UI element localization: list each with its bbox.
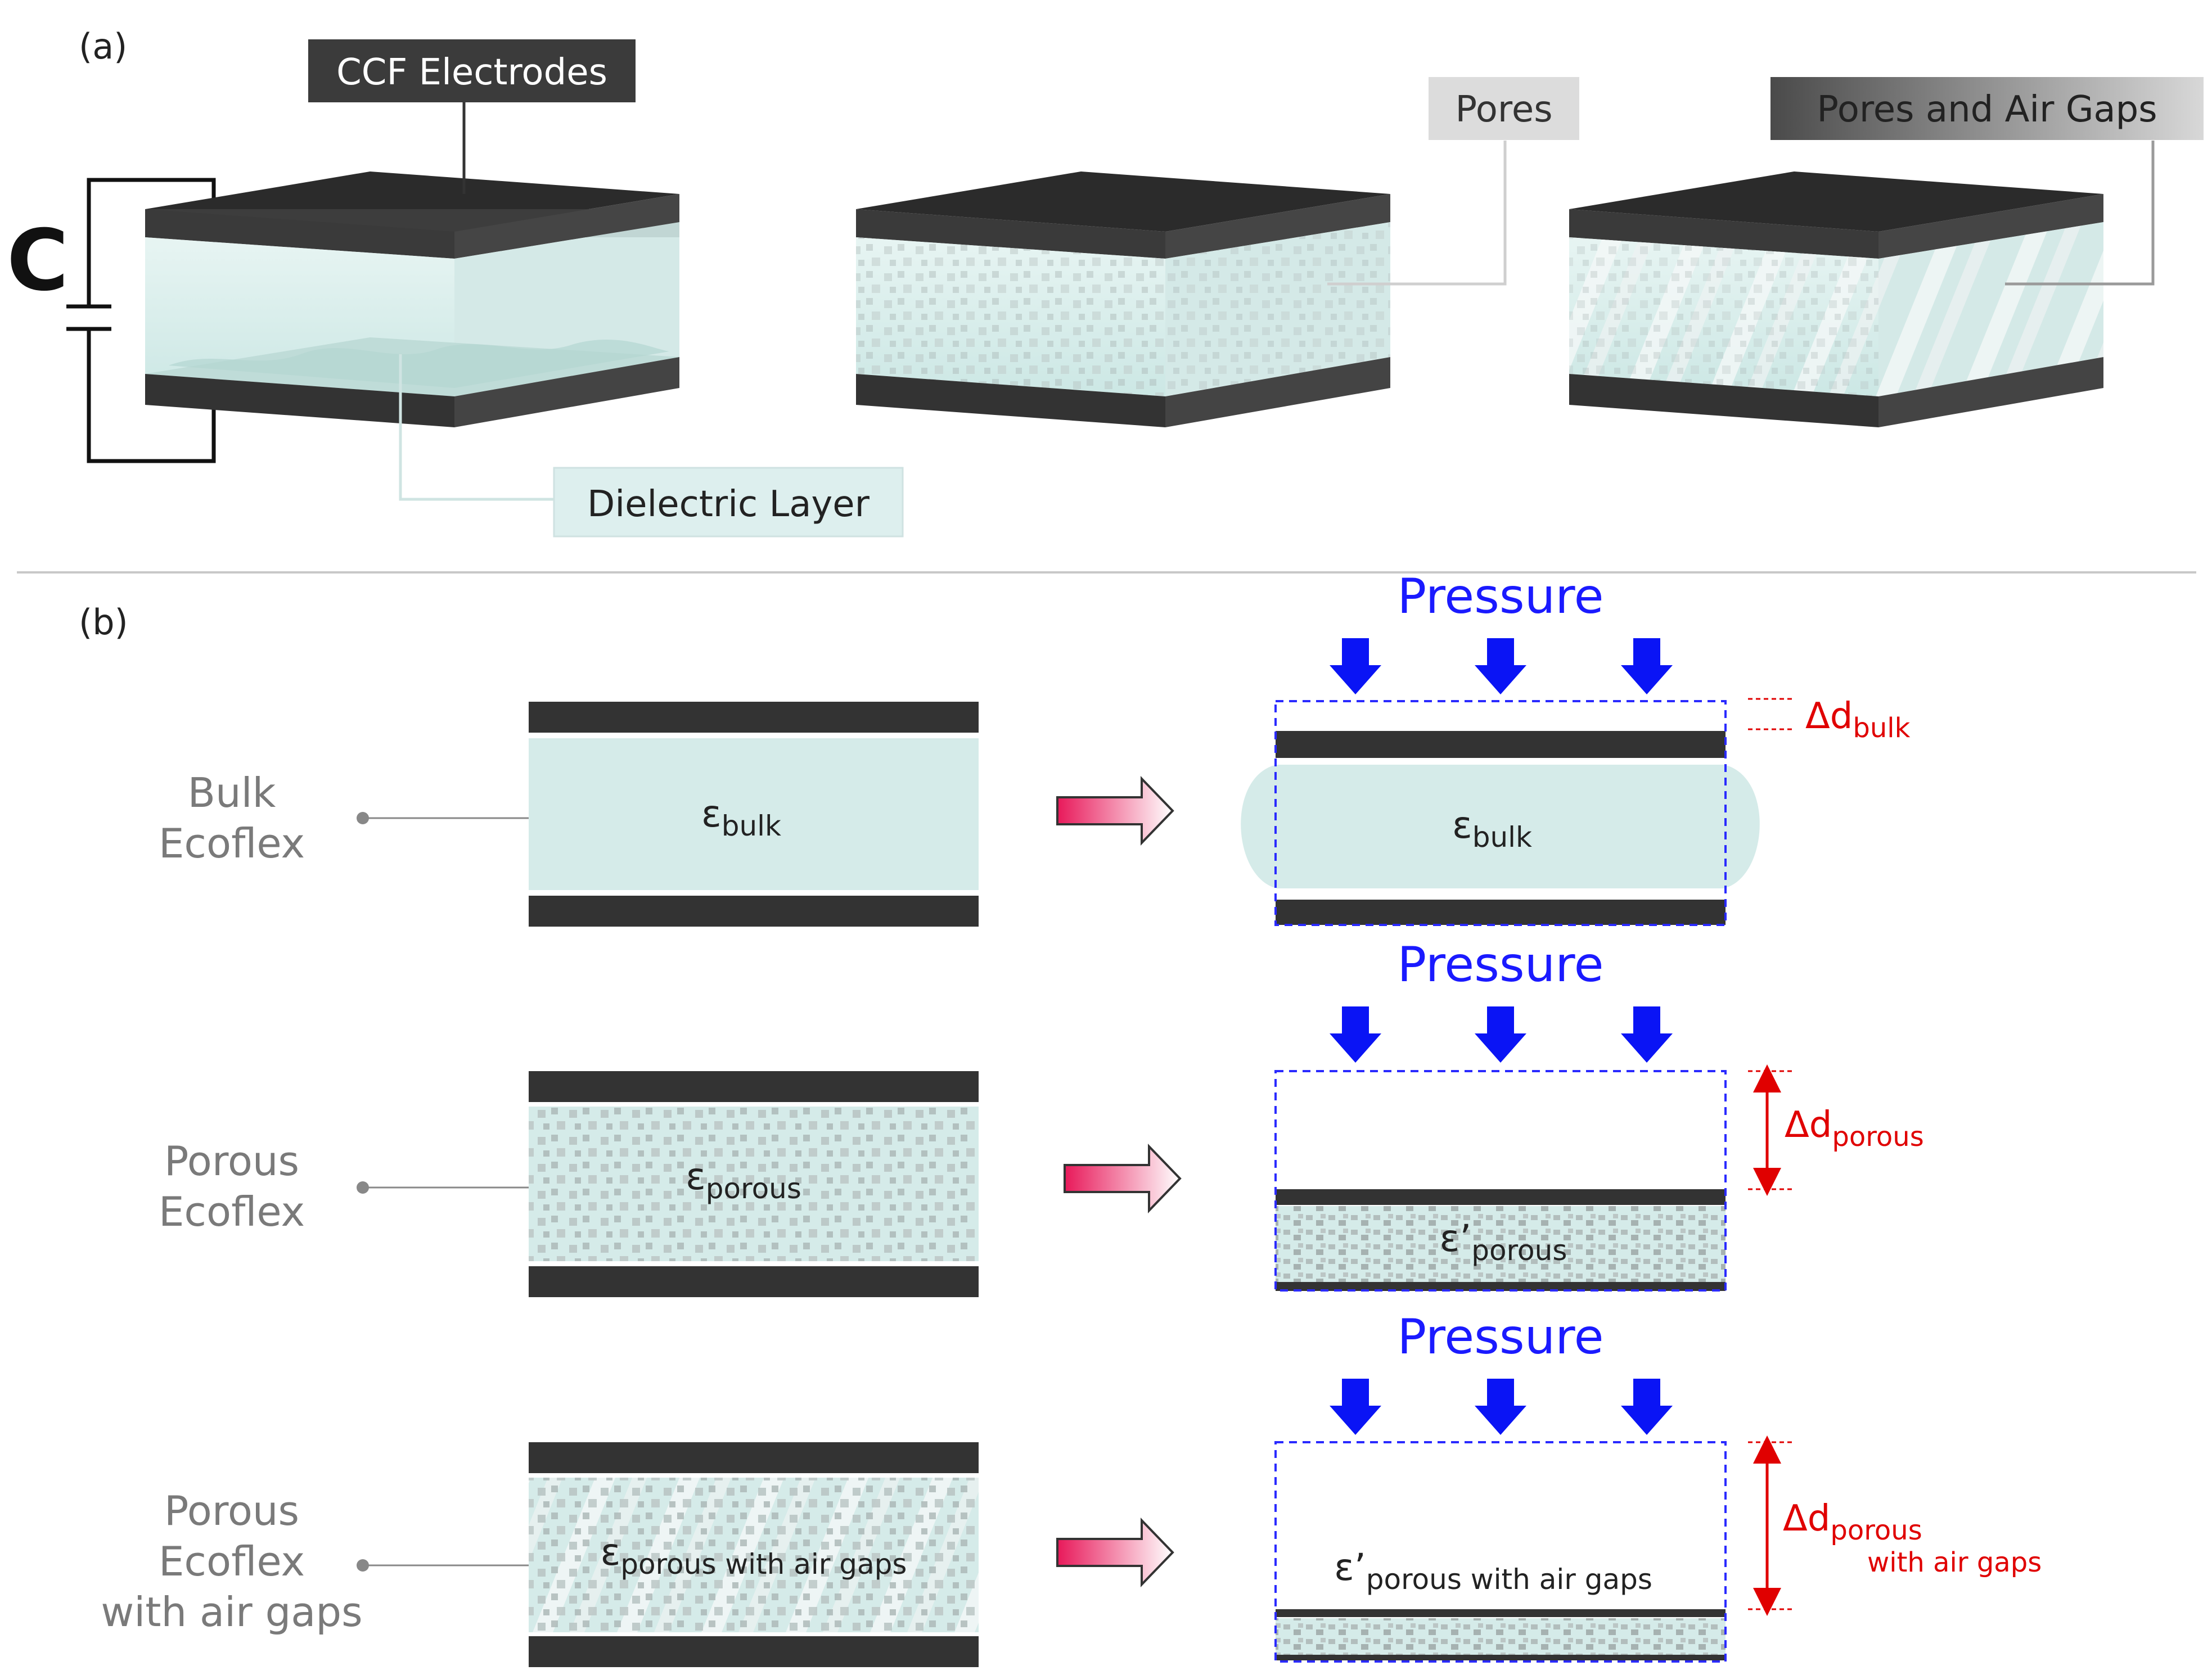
eps-porous-air-gaps-after: ε’porous with air gaps bbox=[1334, 1546, 1652, 1596]
delta-porous: Δdporous bbox=[1785, 1104, 1924, 1153]
eps-porous-before: εporous bbox=[686, 1155, 801, 1205]
delta-bulk: Δdbulk bbox=[1805, 696, 1911, 744]
row-label-bulk: Bulk Ecoflex bbox=[159, 769, 554, 867]
callout-pores-text: Pores bbox=[1455, 89, 1552, 130]
svg-text:Porous: Porous bbox=[164, 1487, 299, 1534]
pressure-arrow-icon bbox=[1475, 638, 1526, 694]
pressure-arrow-icon bbox=[1330, 638, 1381, 694]
delta-porous-air-gaps: Δdporous bbox=[1783, 1498, 1922, 1546]
pressure-label: Pressure bbox=[1397, 1309, 1603, 1365]
svg-text:Porous: Porous bbox=[164, 1137, 299, 1185]
pressure-arrow-icon bbox=[1475, 1379, 1526, 1435]
capacitor-symbol bbox=[66, 178, 216, 463]
callout-dielectric-layer: Dielectric Layer bbox=[399, 354, 904, 538]
pressure-label: Pressure bbox=[1397, 568, 1603, 625]
pressure-arrow-icon bbox=[1621, 1379, 1673, 1435]
eps-porous-air-gaps-before: εporous with air gaps bbox=[601, 1530, 907, 1581]
svg-text:Ecoflex: Ecoflex bbox=[159, 820, 305, 867]
callout-ccf-electrodes-text: CCF Electrodes bbox=[336, 52, 607, 93]
eps-bulk-before: εbulk bbox=[701, 792, 781, 842]
pressure-arrow-icon bbox=[1330, 1006, 1381, 1063]
pressure-arrow-icon bbox=[1621, 1006, 1673, 1063]
row-label-porous-air-gaps: Porous Ecoflex with air gaps bbox=[101, 1487, 554, 1636]
pressure-label: Pressure bbox=[1397, 937, 1603, 993]
device-pores bbox=[856, 171, 1390, 427]
device-pores-air-gaps bbox=[1569, 171, 2103, 427]
porous-before: εporous bbox=[529, 1071, 979, 1297]
callout-pores-air-gaps: Pores and Air Gaps bbox=[1770, 77, 2204, 286]
delta-porous-air-gaps-line2: with air gaps bbox=[1867, 1547, 2042, 1578]
transition-arrow-3 bbox=[1056, 1518, 1174, 1587]
svg-text:Ecoflex: Ecoflex bbox=[159, 1538, 305, 1585]
bulk-after: εbulk Δdbulk bbox=[1241, 696, 1911, 926]
pressure-arrow-icon bbox=[1621, 638, 1673, 694]
svg-text:Ecoflex: Ecoflex bbox=[159, 1188, 305, 1235]
callout-pores-air-gaps-text: Pores and Air Gaps bbox=[1817, 89, 2157, 130]
pressure-arrow-icon bbox=[1475, 1006, 1526, 1063]
porous-air-gaps-after: ε’porous with air gaps Δdporous with air… bbox=[1274, 1435, 2042, 1663]
callout-dielectric-layer-text: Dielectric Layer bbox=[587, 484, 870, 525]
device-dielectric bbox=[145, 171, 679, 427]
callout-ccf-electrodes: CCF Electrodes bbox=[308, 39, 636, 194]
svg-text:with air gaps: with air gaps bbox=[101, 1588, 362, 1636]
porous-air-gaps-before: εporous with air gaps bbox=[529, 1442, 979, 1667]
panel-b-label: (b) bbox=[79, 602, 128, 643]
eps-porous-after: ε’porous bbox=[1440, 1217, 1567, 1267]
porous-after: ε’porous Δdporous bbox=[1274, 1064, 1924, 1292]
transition-arrow-1 bbox=[1056, 776, 1174, 846]
panel-a-label: (a) bbox=[79, 26, 127, 67]
row-label-porous: Porous Ecoflex bbox=[159, 1137, 554, 1235]
svg-text:Bulk: Bulk bbox=[188, 769, 276, 816]
pressure-arrow-icon bbox=[1330, 1379, 1381, 1435]
callout-pores: Pores bbox=[1327, 77, 1579, 286]
capacitor-label: C bbox=[7, 212, 69, 310]
transition-arrow-2 bbox=[1064, 1144, 1182, 1213]
bulk-before: εbulk bbox=[529, 702, 979, 927]
eps-bulk-after: εbulk bbox=[1452, 803, 1532, 854]
